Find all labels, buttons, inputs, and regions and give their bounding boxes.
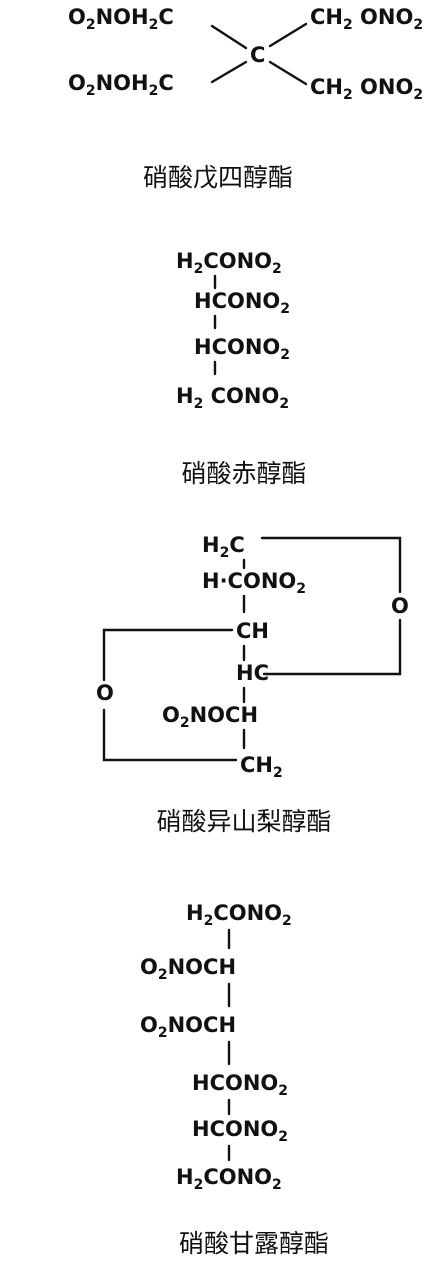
group-bottom-left: O2NOH2C xyxy=(68,71,174,99)
caption-erythrityl-tetranitrate: 硝酸赤醇酯 xyxy=(181,459,306,488)
row-6: CH2 xyxy=(240,753,283,781)
ring-oxygen-right: O xyxy=(391,594,409,618)
row-6: H2CONO2 xyxy=(176,1165,282,1193)
central-carbon: C xyxy=(250,43,265,67)
ring-bond-left-upper xyxy=(102,628,234,682)
row-5: HCONO2 xyxy=(192,1117,288,1145)
row-2: O2NOCH xyxy=(140,955,236,983)
row-2: HCONO2 xyxy=(194,289,290,317)
compound-pentaerythritol-tetranitrate: O2NOH2C O2NOH2C C CH2 ONO2 CH2 ONO2 硝酸戊四… xyxy=(68,5,423,192)
bond-bottom-left xyxy=(210,60,248,84)
caption-mannitol-hexanitrate: 硝酸甘露醇酯 xyxy=(179,1229,329,1258)
row-4: HCONO2 xyxy=(192,1071,288,1099)
caption-isosorbide-dinitrate: 硝酸异山梨醇酯 xyxy=(156,807,331,836)
compound-mannitol-hexanitrate: H2CONO2 O2NOCH O2NOCH HCONO2 HCONO2 H2CO… xyxy=(140,901,329,1258)
row-2: H·CONO2 xyxy=(202,569,306,597)
row-5: O2NOCH xyxy=(162,703,258,731)
caption-pentaerythritol-tetranitrate: 硝酸戊四醇酯 xyxy=(143,163,293,192)
group-top-right: CH2 ONO2 xyxy=(310,5,423,33)
row-1: H2C xyxy=(202,533,245,561)
row-3: HCONO2 xyxy=(194,335,290,363)
row-4: H2 CONO2 xyxy=(176,384,289,412)
row-1: H2CONO2 xyxy=(186,901,292,929)
bond-top-left xyxy=(210,24,248,50)
row-1: H2CONO2 xyxy=(176,249,282,277)
group-top-left: O2NOH2C xyxy=(68,5,174,33)
row-3: CH xyxy=(236,619,269,643)
bond-top-right xyxy=(268,22,308,48)
ring-bond-left-lower xyxy=(102,708,238,762)
row-3: O2NOCH xyxy=(140,1013,236,1041)
ring-oxygen-left: O xyxy=(96,681,114,705)
compound-erythrityl-tetranitrate: H2CONO2 HCONO2 HCONO2 H2 CONO2 硝酸赤醇酯 xyxy=(176,249,307,488)
ring-bond-right-upper xyxy=(260,536,402,594)
bond-bottom-right xyxy=(268,60,308,86)
ring-bond-right-lower xyxy=(262,618,402,676)
compound-isosorbide-dinitrate: H2C H·CONO2 CH HC O2NOCH CH2 O O 硝酸异山梨醇酯 xyxy=(96,533,409,836)
group-bottom-right: CH2 ONO2 xyxy=(310,75,423,103)
